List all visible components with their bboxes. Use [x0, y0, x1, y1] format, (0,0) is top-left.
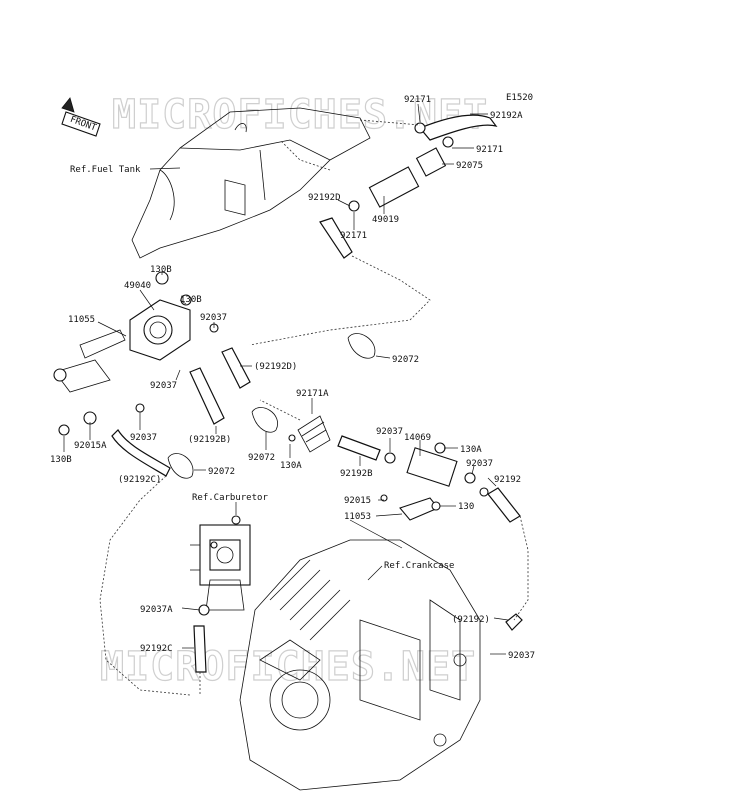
hose-92192-upper [487, 487, 521, 523]
label-92171-top: 92171 [404, 95, 431, 105]
label-11055: 11055 [68, 315, 95, 325]
label-92192D-paren: (92192D) [254, 362, 297, 372]
label-92192C: (92192C) [118, 475, 161, 485]
fuel-filter-middle [288, 415, 489, 521]
label-92192B: 92192B [340, 469, 373, 479]
label-92192D: 92192D [308, 193, 341, 203]
label-130A-left: 130A [280, 461, 302, 471]
part-labels: 92171 92192A 92171 92075 92192D 49019 92… [50, 95, 535, 661]
label-92037A: 92037A [140, 605, 173, 615]
label-92192A: 92192A [490, 111, 523, 121]
ref-carburetor-label: Ref.Carburetor [192, 493, 268, 503]
label-130: 130 [458, 502, 474, 512]
label-130B-low: 130B [50, 455, 72, 465]
ref-fuel-tank-label: Ref.Fuel Tank [70, 165, 141, 175]
watermark-bottom: MICROFICHES.NET [100, 644, 476, 690]
clamp-92072-low [167, 453, 194, 479]
carburetor-shape [190, 515, 251, 616]
clamp-92072-mid [251, 407, 278, 433]
label-92037-a: 92037 [200, 313, 227, 323]
label-92072-right: 92072 [392, 355, 419, 365]
hose-92192C-low [193, 625, 207, 673]
clamp-92072-right [347, 333, 376, 359]
label-49019: 49019 [372, 215, 399, 225]
label-92192-paren: (92192) [452, 615, 490, 625]
label-130B-top: 130B [150, 265, 172, 275]
label-92192C-low: 92192C [140, 644, 173, 654]
label-92037-b: 92037 [150, 381, 177, 391]
label-130A-right: 130A [460, 445, 482, 455]
label-49040: 49040 [124, 281, 151, 291]
label-92037-c: 92037 [130, 433, 157, 443]
fuel-filter-upper [319, 114, 498, 259]
label-14069: 14069 [404, 433, 431, 443]
label-92072-low: 92072 [208, 467, 235, 477]
label-130B-mid: 130B [180, 295, 202, 305]
hose-92192B-left [189, 367, 225, 425]
fuel-tank-shape [131, 107, 371, 259]
label-92171A: 92171A [296, 389, 329, 399]
label-11053: 11053 [344, 512, 371, 522]
label-92037-e: 92037 [466, 459, 493, 469]
crankcase-shape [239, 539, 481, 791]
hose-92192D-lower [221, 347, 251, 389]
label-92037-d: 92037 [376, 427, 403, 437]
label-92192B-left: (92192B) [188, 435, 231, 445]
diagram-code: E1520 [506, 93, 533, 103]
label-92015: 92015 [344, 496, 371, 506]
label-92015A: 92015A [74, 441, 107, 451]
label-92171-low: 92171 [340, 231, 367, 241]
label-92075: 92075 [456, 161, 483, 171]
label-92171-right: 92171 [476, 145, 503, 155]
leader-lines [63, 103, 509, 655]
label-92192: 92192 [494, 475, 521, 485]
hose-92192-lower [505, 613, 523, 631]
label-92037-f: 92037 [508, 651, 535, 661]
label-92072-mid: 92072 [248, 453, 275, 463]
front-arrow-icon: FRONT [61, 97, 101, 137]
ref-crankcase-label: Ref.Crankcase [384, 561, 454, 571]
